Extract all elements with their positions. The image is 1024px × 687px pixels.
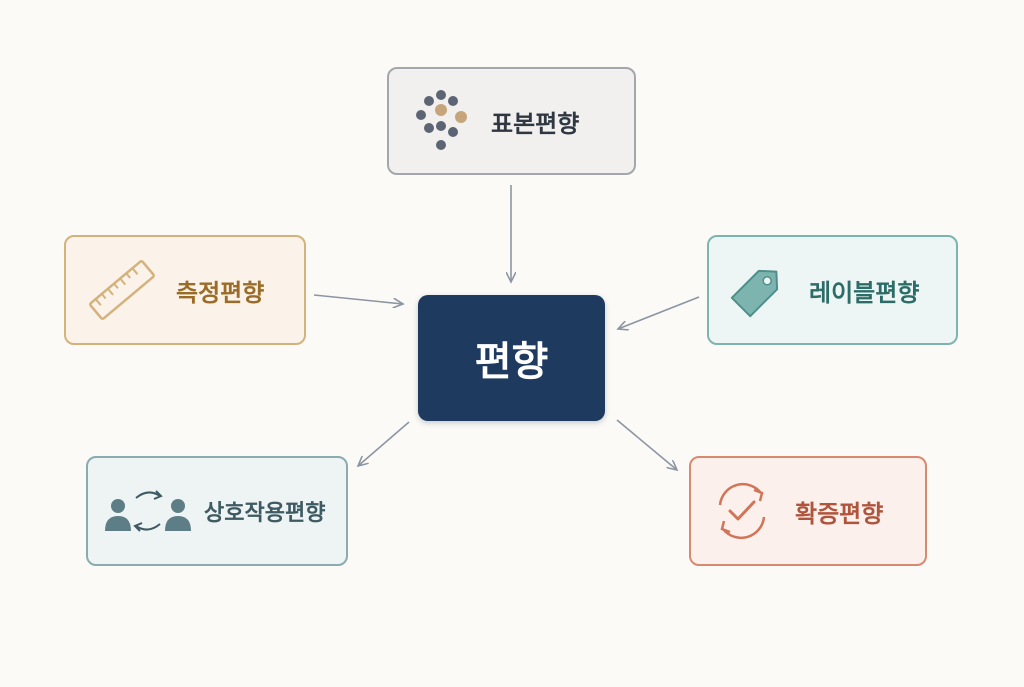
center-label: 편향 xyxy=(474,339,549,385)
interaction-bias-label: 상호작용편향 xyxy=(204,501,326,526)
sampling-bias-label: 표본편향 xyxy=(491,109,580,138)
node-interaction-bias: 상호작용편향 xyxy=(86,456,348,566)
circular-check-icon xyxy=(718,482,766,540)
arrow-measurement-to-center xyxy=(313,294,403,304)
node-confirmation-bias: 확증편향 xyxy=(689,456,927,566)
center-node: 편향 xyxy=(418,295,605,421)
confirmation-bias-label: 확증편향 xyxy=(795,499,884,528)
measurement-bias-label: 측정편향 xyxy=(176,278,265,307)
tag-icon xyxy=(730,269,779,318)
node-label-bias: 레이블편향 xyxy=(707,235,958,345)
dot-cluster-icon xyxy=(416,90,467,150)
arrow-label-to-center xyxy=(618,296,700,329)
node-measurement-bias: 측정편향 xyxy=(64,235,306,345)
arrow-center-to-interaction xyxy=(358,421,410,466)
ruler-icon xyxy=(89,260,155,320)
node-sampling-bias: 표본편향 xyxy=(387,67,636,175)
label-bias-label: 레이블편향 xyxy=(809,278,920,307)
people-exchange-icon xyxy=(105,490,191,532)
arrow-center-to-confirmation xyxy=(616,419,677,470)
